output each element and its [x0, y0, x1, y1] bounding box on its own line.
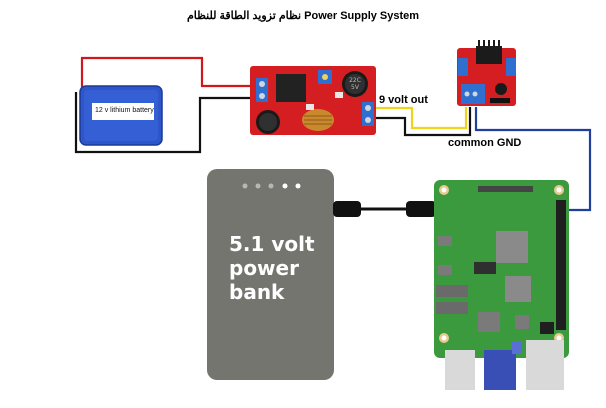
battery-led-2	[255, 183, 261, 189]
power-bank	[207, 169, 334, 380]
lithium-battery	[79, 85, 163, 146]
battery-led-5	[295, 183, 301, 189]
battery-led-1	[242, 183, 248, 189]
usb-plug-right	[406, 201, 436, 217]
ethernet-port	[526, 340, 564, 390]
battery-positive-red-wire	[80, 56, 258, 88]
motor-driver-module	[457, 40, 516, 106]
svg-text:5V: 5V	[351, 84, 360, 91]
page-title: نظام تزويد الطاقة للنظام Power Supply Sy…	[186, 10, 420, 22]
ground-black-wire-to-driver	[375, 107, 472, 137]
usb3-port	[484, 350, 516, 390]
buck-ic-chip	[276, 74, 306, 102]
battery-negative-black-wire	[74, 92, 258, 154]
usb-plugs	[333, 201, 436, 217]
battery-led-3	[268, 183, 274, 189]
power-bank-line-1: 5.1 volt	[229, 232, 315, 256]
usb-plug-left	[333, 201, 361, 217]
battery-label: 12 v lithium battery	[95, 107, 154, 114]
nine-volt-yellow-wire	[375, 106, 468, 130]
svg-text:22C: 22C	[349, 77, 361, 84]
usb-port	[445, 350, 475, 390]
buck-converter-module: 22C 5V	[250, 66, 376, 135]
power-bank-label: 5.1 volt power bank	[229, 232, 339, 304]
heatsink	[476, 46, 502, 64]
gpio-header	[556, 200, 566, 330]
driver-terminal-left	[458, 58, 468, 76]
ram-chip	[505, 276, 531, 302]
nine-volt-out-label: 9 volt out	[379, 94, 428, 106]
common-gnd-blue-wire	[474, 107, 592, 212]
driver-terminal-right	[506, 58, 516, 76]
raspberry-pi-board	[434, 180, 569, 390]
battery-led-4	[282, 183, 288, 189]
wires	[74, 56, 592, 212]
power-bank-line-2: power	[229, 256, 299, 280]
display-connector	[478, 186, 533, 192]
soc-chip	[496, 231, 528, 263]
power-bank-line-3: bank	[229, 280, 285, 304]
common-gnd-label: common GND	[448, 137, 522, 149]
